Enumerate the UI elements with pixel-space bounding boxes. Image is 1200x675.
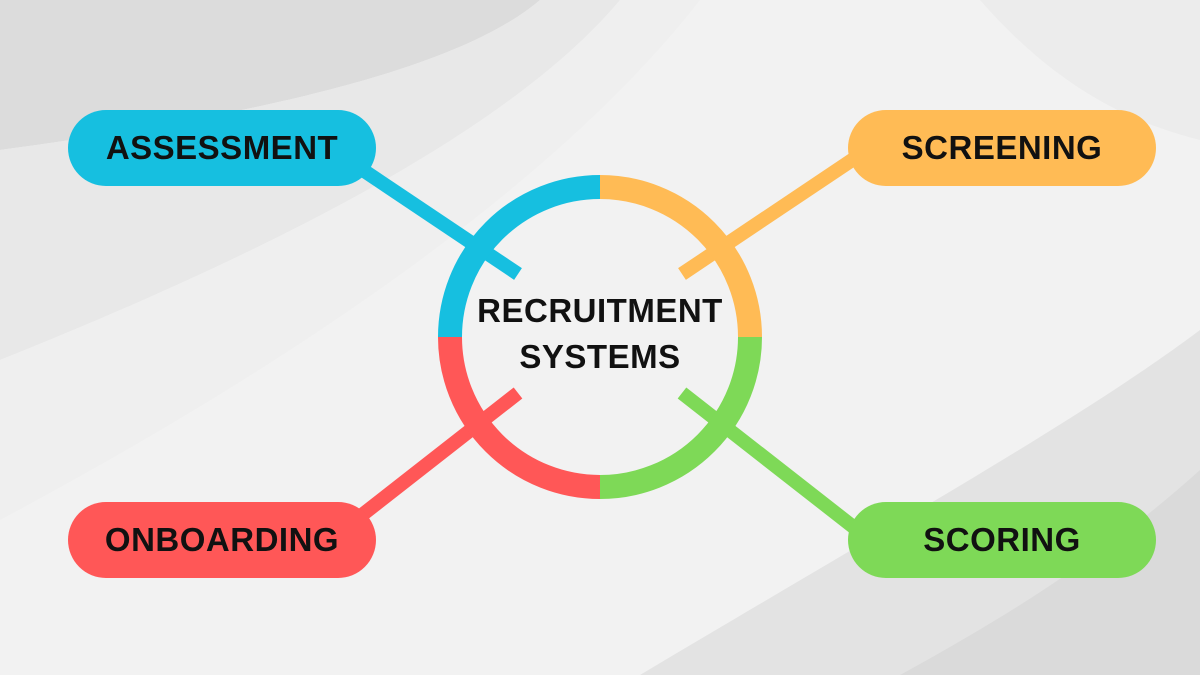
background-shade-top-right <box>980 0 1200 140</box>
node-assessment-label: ASSESSMENT <box>105 129 339 166</box>
node-screening-label: SCREENING <box>901 129 1103 166</box>
node-onboarding: ONBOARDING <box>68 502 376 578</box>
node-scoring-label: SCORING <box>923 521 1081 558</box>
center-title-line-2: SYSTEMS <box>519 338 681 375</box>
node-scoring: SCORING <box>848 502 1156 578</box>
center-title: RECRUITMENT SYSTEMS <box>450 288 750 380</box>
center-title-line-1: RECRUITMENT <box>477 292 723 329</box>
connector-screening <box>678 142 874 280</box>
node-onboarding-label: ONBOARDING <box>104 521 340 558</box>
ring-segment-scoring <box>599 336 762 499</box>
background-shade-band-2 <box>0 0 700 520</box>
ring-segment-screening <box>599 175 762 338</box>
ring-segment-onboarding <box>438 336 601 499</box>
ring-segment-assessment <box>438 175 601 338</box>
node-assessment: ASSESSMENT <box>68 110 376 186</box>
node-screening: SCREENING <box>848 110 1156 186</box>
background-shade-corner <box>900 470 1200 675</box>
connector-scoring <box>677 387 875 546</box>
